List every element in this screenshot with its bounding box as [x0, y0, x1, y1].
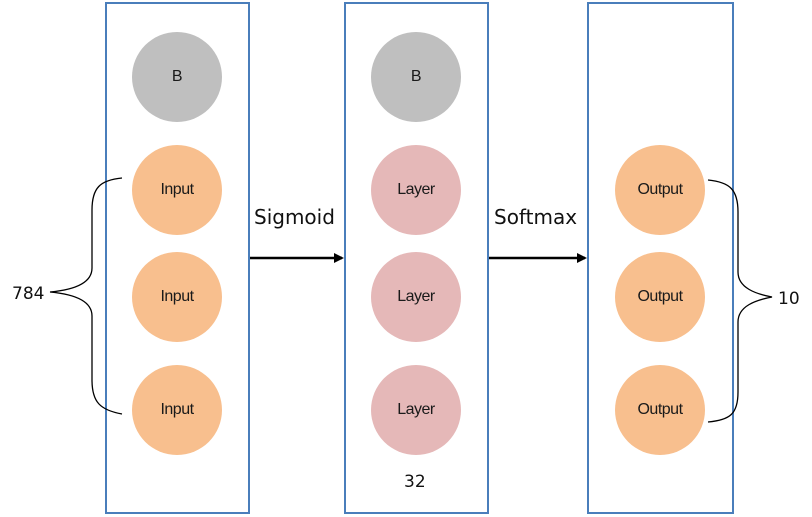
hidden-node-1: Layer [371, 145, 461, 235]
input-node-1: Input [132, 145, 222, 235]
hidden-bias-node: B [371, 32, 461, 122]
hidden-node-3: Layer [371, 365, 461, 455]
softmax-label: Softmax [494, 205, 578, 229]
output-count-label: 10 [778, 289, 800, 309]
input-node-2: Input [132, 252, 222, 342]
output-node-1: Output [615, 145, 705, 235]
output-brace [707, 179, 773, 423]
input-node-3: Input [132, 365, 222, 455]
hidden-count-label: 32 [404, 472, 426, 492]
sigmoid-label: Sigmoid [254, 205, 335, 229]
input-bias-node: B [132, 32, 222, 122]
hidden-node-2: Layer [371, 252, 461, 342]
output-node-3: Output [615, 365, 705, 455]
input-brace [49, 177, 123, 415]
output-node-2: Output [615, 252, 705, 342]
input-count-label: 784 [12, 284, 45, 304]
